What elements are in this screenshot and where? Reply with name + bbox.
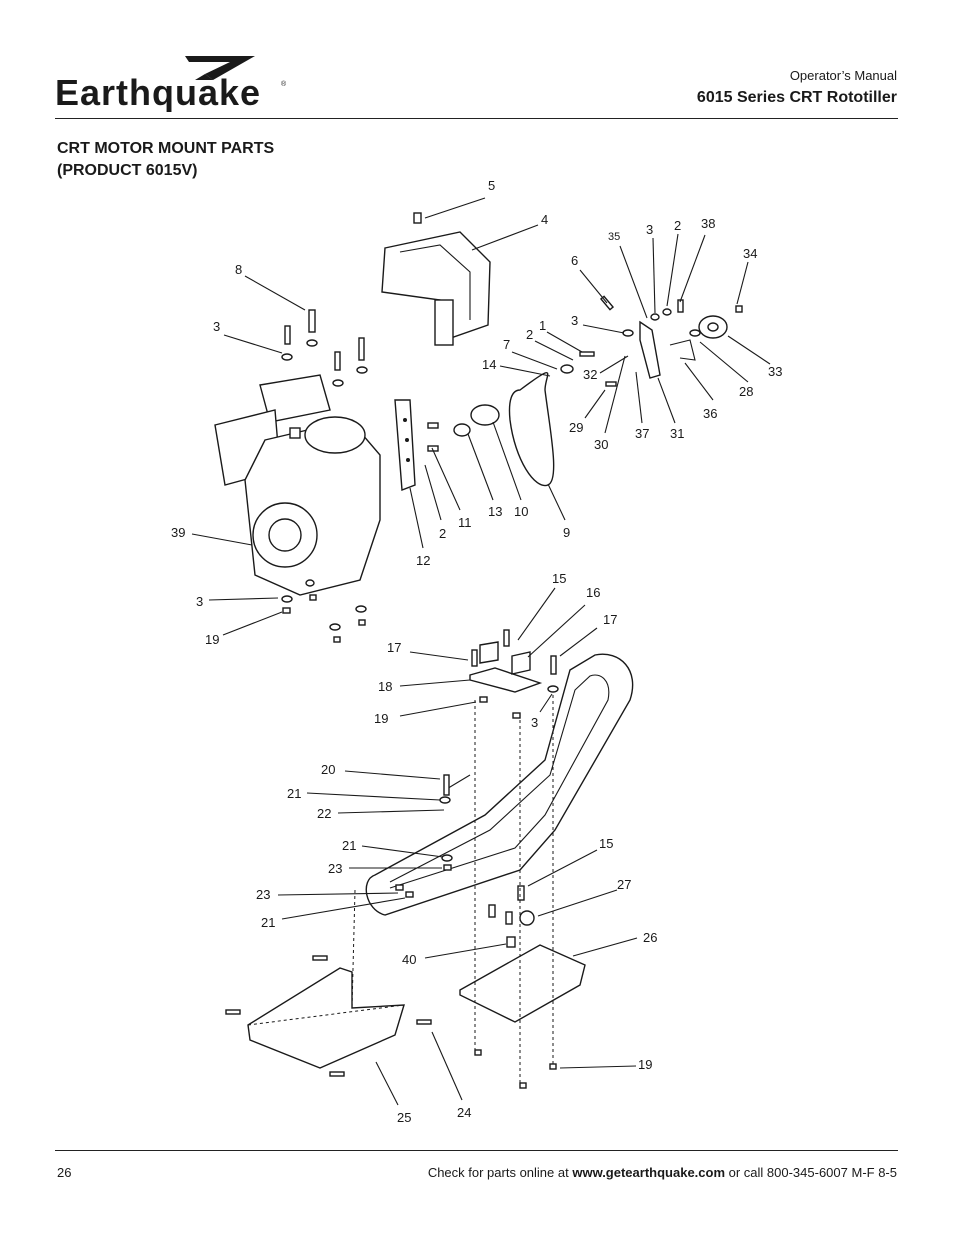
v-belt <box>508 372 555 487</box>
callout-15-bottom: 15 <box>599 836 613 851</box>
callout-2-mid: 2 <box>526 327 533 342</box>
callout-1: 1 <box>539 318 546 333</box>
callout-6: 6 <box>571 253 578 268</box>
callout-19-bottom: 19 <box>638 1057 652 1072</box>
callout-10: 10 <box>514 504 528 519</box>
manual-label: Operator’s Manual <box>789 68 897 83</box>
callout-26: 26 <box>643 930 657 945</box>
callout-23-mid: 23 <box>328 861 342 876</box>
callout-3-plate: 3 <box>531 715 538 730</box>
callout-30: 30 <box>594 437 608 452</box>
idler-arm <box>639 320 661 379</box>
callout-19-plate: 19 <box>374 711 388 726</box>
callout-22: 22 <box>317 806 331 821</box>
callout-16: 16 <box>586 585 600 600</box>
callout-4: 4 <box>541 212 548 227</box>
callout-3-mid: 3 <box>571 313 578 328</box>
section-title-line2: (PRODUCT 6015V) <box>57 162 198 179</box>
exploded-parts-diagram: 5 4 35 3 2 38 34 6 8 3 1 3 7 2 14 32 33 … <box>0 175 954 1150</box>
callout-2-bracket: 2 <box>439 526 446 541</box>
callout-15-top: 15 <box>552 571 566 586</box>
engine-bracket <box>394 399 416 491</box>
callout-23-bottom: 23 <box>256 887 270 902</box>
series-title: 6015 Series CRT Rototiller <box>696 89 897 106</box>
callout-7: 7 <box>503 337 510 352</box>
idler-pulley-33 <box>698 315 728 339</box>
section-title: CRT MOTOR MOUNT PARTS (PRODUCT 6015V) <box>57 138 274 182</box>
callout-17-left: 17 <box>387 640 401 655</box>
svg-text:®: ® <box>281 80 287 88</box>
earthquake-logo: Earthquake ® <box>55 50 295 113</box>
callout-39: 39 <box>171 525 185 540</box>
hardware-bolts <box>281 212 743 643</box>
callout-13: 13 <box>488 504 502 519</box>
callout-34: 34 <box>743 246 757 261</box>
footer-contact: Check for parts online at www.getearthqu… <box>428 1165 897 1180</box>
callout-28: 28 <box>739 384 753 399</box>
footer-url-link[interactable]: www.getearthquake.com <box>572 1165 726 1180</box>
callout-17-right: 17 <box>603 612 617 627</box>
callout-19-lower: 19 <box>205 632 219 647</box>
callout-21-bottom: 21 <box>261 915 275 930</box>
engine <box>214 374 381 596</box>
callout-31: 31 <box>670 426 684 441</box>
callout-24: 24 <box>457 1105 471 1120</box>
callout-12: 12 <box>416 553 430 568</box>
callout-33: 33 <box>768 364 782 379</box>
header-divider <box>55 118 898 119</box>
callout-32: 32 <box>583 367 597 382</box>
callout-35: 35 <box>608 231 620 243</box>
callout-5: 5 <box>488 178 495 193</box>
callout-20: 20 <box>321 762 335 777</box>
callout-29: 29 <box>569 420 583 435</box>
callout-40: 40 <box>402 952 416 967</box>
callout-38: 38 <box>701 216 715 231</box>
callout-3-engine: 3 <box>213 319 220 334</box>
callout-25: 25 <box>397 1110 411 1125</box>
callout-2-top: 2 <box>674 218 681 233</box>
skid-plate <box>459 944 586 1023</box>
callout-14: 14 <box>482 357 496 372</box>
rear-shield <box>247 967 405 1069</box>
callout-8: 8 <box>235 262 242 277</box>
callout-9: 9 <box>563 525 570 540</box>
callout-21-top: 21 <box>287 786 301 801</box>
callout-labels: 5 4 35 3 2 38 34 6 8 3 1 3 7 2 14 32 33 … <box>171 178 782 1125</box>
belt-guard <box>381 231 491 346</box>
svg-text:Earthquake: Earthquake <box>55 72 261 112</box>
page-number: 26 <box>57 1165 72 1180</box>
leader-lines <box>191 197 771 1106</box>
footer-text-after: or call 800-345-6007 M-F 8-5 <box>725 1165 897 1180</box>
callout-36: 36 <box>703 406 717 421</box>
footer-text-before: Check for parts online at <box>427 1165 573 1180</box>
callout-18: 18 <box>378 679 392 694</box>
callout-3-lower: 3 <box>196 594 203 609</box>
callout-11: 11 <box>458 515 472 530</box>
callout-21-mid: 21 <box>342 838 356 853</box>
callout-27: 27 <box>617 877 631 892</box>
mount-plate <box>469 629 559 719</box>
pulley-10 <box>453 404 500 437</box>
callout-3-top: 3 <box>646 222 653 237</box>
callout-37: 37 <box>635 426 649 441</box>
footer-divider <box>55 1150 898 1151</box>
tiller-frame <box>365 653 634 948</box>
section-title-line1: CRT MOTOR MOUNT PARTS <box>57 140 275 157</box>
